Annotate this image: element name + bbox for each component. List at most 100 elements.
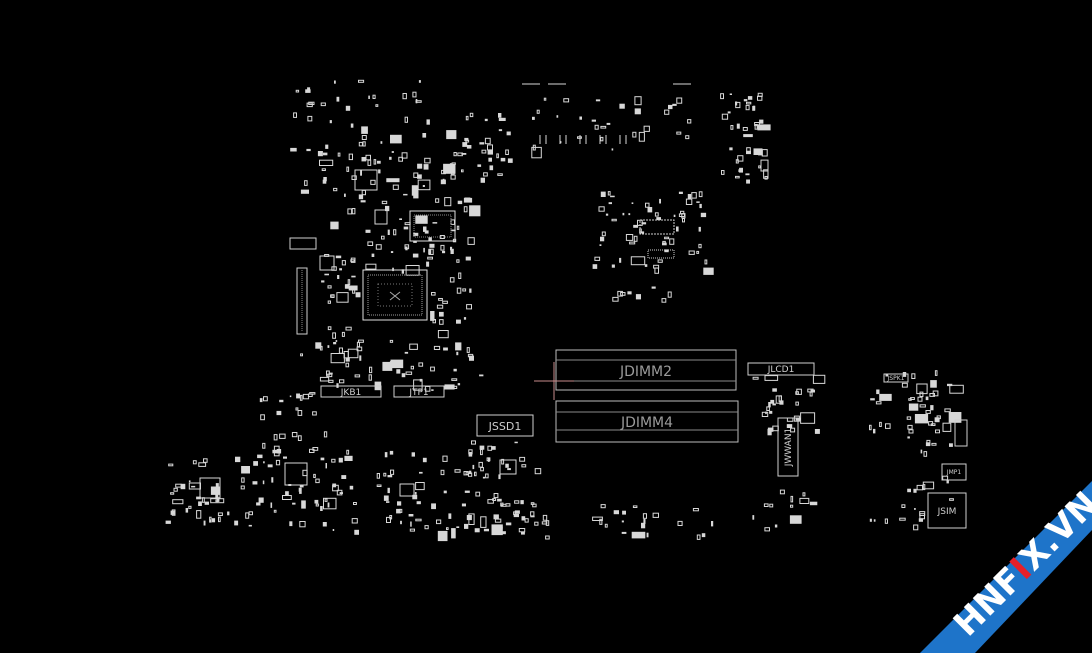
component-pad [361, 189, 367, 196]
component-pad [908, 403, 919, 411]
touchpad-connector-jtp1[interactable]: JTP1 [393, 385, 445, 398]
component-pad [431, 503, 436, 510]
component-pad [688, 250, 695, 255]
component-pad [592, 264, 598, 269]
dimm-slot-jdimm2[interactable]: JDIMM2 [555, 349, 737, 391]
component-pad [907, 424, 913, 430]
keyboard-connector-jkb1[interactable]: JKB1 [320, 385, 382, 398]
dimm-slot-jdimm4[interactable]: JDIMM4 [555, 400, 739, 443]
component-pad [505, 522, 512, 526]
component-pad [165, 520, 171, 524]
component-pad [492, 526, 495, 533]
component-pad [478, 461, 483, 468]
component-pad [736, 123, 740, 129]
component-pad [524, 518, 529, 523]
component-pad [367, 159, 372, 166]
component-pad [795, 401, 799, 406]
component-pad [598, 206, 605, 212]
component-pad [653, 264, 660, 269]
component-pad [248, 524, 252, 527]
sim-connector-jsim[interactable]: JSIM [927, 492, 967, 529]
component-pad [337, 152, 341, 157]
component-pad [487, 499, 494, 504]
component-pad [377, 160, 381, 164]
wwan-connector-jwwan1[interactable]: JWWAN1 [777, 417, 799, 477]
component-pad [667, 291, 672, 298]
component-pad [240, 485, 245, 490]
component-pad [314, 499, 319, 504]
left-vertical-connector[interactable] [289, 237, 317, 335]
component-pad [698, 191, 703, 198]
component-pad [479, 142, 485, 145]
component-pad [619, 257, 622, 263]
component-pad [415, 99, 418, 104]
component-pad [661, 298, 667, 303]
component-pad [262, 480, 265, 485]
component-pad [426, 119, 430, 125]
component-pad [272, 449, 278, 454]
component-pad [479, 374, 484, 377]
component-pad [678, 191, 683, 194]
speaker-connector-jspk1[interactable]: JSPK1 [883, 373, 909, 383]
component-pad [917, 396, 923, 402]
component-pad [500, 502, 504, 507]
component-pad [480, 516, 487, 528]
chip-cluster-center[interactable] [639, 219, 675, 259]
component-pad [727, 111, 731, 114]
component-pad [768, 402, 771, 408]
component-pad [401, 373, 406, 378]
component-pad [324, 273, 329, 276]
component-pad [802, 492, 806, 497]
component-pad [579, 116, 582, 120]
component-pad [513, 513, 519, 518]
component-pad [530, 511, 535, 517]
component-pad [306, 102, 313, 108]
component-pad [313, 473, 316, 478]
component-pad [209, 519, 212, 523]
component-pad [353, 502, 357, 505]
component-pad [335, 340, 338, 342]
component-pad [439, 319, 444, 325]
component-pad [807, 388, 814, 393]
component-pad [922, 481, 935, 490]
lcd-connector-jlcd1[interactable]: JLCD1 [747, 362, 815, 376]
component-pad [436, 304, 444, 309]
component-pad [440, 179, 446, 185]
component-pad [642, 513, 648, 519]
component-pad [910, 397, 915, 401]
component-pad [455, 342, 462, 351]
component-pad [345, 362, 350, 368]
component-pad [293, 112, 298, 118]
component-pad [367, 241, 374, 246]
right-vertical-connector[interactable] [954, 419, 968, 447]
ssd-connector-jssd1[interactable]: JSSD1 [476, 414, 534, 437]
component-pad [916, 383, 928, 395]
pch-chip[interactable] [409, 210, 456, 242]
component-pad [440, 244, 445, 251]
component-pad [345, 357, 350, 362]
component-pad [351, 518, 358, 524]
component-pad [416, 501, 421, 505]
jdimm4-label: JDIMM4 [620, 415, 673, 431]
component-pad [657, 259, 663, 263]
component-pad [463, 317, 467, 320]
component-pad [301, 500, 306, 509]
component-pad [389, 339, 394, 343]
component-pad [520, 500, 524, 505]
component-pad [258, 497, 264, 503]
component-pad [402, 93, 407, 100]
component-pad [362, 141, 366, 147]
cpu-bga[interactable] [362, 269, 428, 321]
component-pad [647, 207, 653, 213]
connector-jmp1[interactable]: JMP1 [941, 463, 967, 481]
component-pad [489, 165, 494, 171]
component-pad [393, 229, 397, 236]
component-pad [471, 440, 476, 445]
component-pad [413, 232, 419, 236]
component-pad [450, 246, 453, 251]
component-pad [737, 155, 744, 162]
component-pad [809, 391, 813, 397]
component-pad [436, 519, 442, 525]
component-pad [396, 369, 401, 374]
